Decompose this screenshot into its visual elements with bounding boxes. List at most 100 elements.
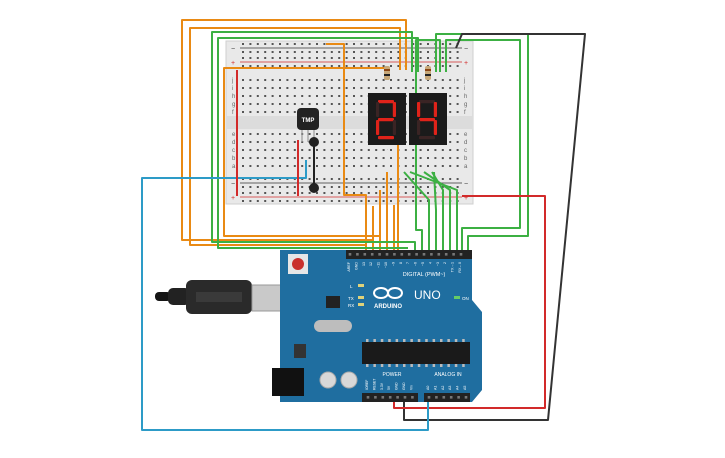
breadboard-hole[interactable]	[249, 157, 252, 159]
breadboard-hole[interactable]	[360, 141, 363, 143]
breadboard-hole[interactable]	[242, 186, 244, 188]
breadboard-hole[interactable]	[301, 157, 304, 159]
breadboard-hole[interactable]	[404, 165, 407, 167]
breadboard-hole[interactable]	[256, 51, 259, 53]
breadboard-hole[interactable]	[367, 186, 370, 188]
breadboard-hole[interactable]	[279, 192, 281, 194]
breadboard-hole[interactable]	[316, 178, 318, 180]
breadboard-hole[interactable]	[397, 79, 400, 81]
breadboard-hole[interactable]	[242, 95, 244, 97]
breadboard-hole[interactable]	[308, 51, 311, 53]
breadboard-hole[interactable]	[308, 95, 311, 97]
resistor-right[interactable]	[425, 66, 431, 80]
breadboard-hole[interactable]	[264, 165, 267, 167]
breadboard-hole[interactable]	[293, 133, 296, 135]
breadboard-hole[interactable]	[367, 149, 370, 151]
breadboard-hole[interactable]	[330, 65, 333, 67]
breadboard-hole[interactable]	[382, 51, 385, 53]
breadboard-hole[interactable]	[271, 103, 274, 105]
breadboard-hole[interactable]	[323, 178, 326, 180]
breadboard-hole[interactable]	[301, 200, 304, 202]
breadboard-hole[interactable]	[375, 65, 378, 67]
breadboard-hole[interactable]	[360, 157, 363, 159]
breadboard-hole[interactable]	[456, 87, 459, 89]
breadboard-hole[interactable]	[330, 111, 333, 113]
breadboard-hole[interactable]	[345, 186, 348, 188]
breadboard-hole[interactable]	[367, 178, 370, 180]
breadboard-hole[interactable]	[286, 157, 289, 159]
breadboard-hole[interactable]	[308, 149, 311, 151]
breadboard-hole[interactable]	[419, 178, 422, 180]
breadboard-hole[interactable]	[249, 133, 252, 135]
breadboard-hole[interactable]	[390, 178, 392, 180]
breadboard-hole[interactable]	[397, 43, 400, 45]
breadboard-hole[interactable]	[316, 95, 318, 97]
breadboard-hole[interactable]	[323, 200, 326, 202]
breadboard-hole[interactable]	[338, 103, 341, 105]
breadboard-hole[interactable]	[316, 165, 318, 167]
breadboard-hole[interactable]	[353, 141, 355, 143]
breadboard-hole[interactable]	[360, 95, 363, 97]
breadboard-hole[interactable]	[345, 51, 348, 53]
breadboard-hole[interactable]	[353, 65, 355, 67]
breadboard-hole[interactable]	[367, 87, 370, 89]
breadboard-hole[interactable]	[249, 51, 252, 53]
breadboard-hole[interactable]	[412, 157, 415, 159]
breadboard-hole[interactable]	[449, 43, 452, 45]
breadboard-hole[interactable]	[279, 65, 281, 67]
breadboard-hole[interactable]	[330, 157, 333, 159]
breadboard-hole[interactable]	[323, 186, 326, 188]
breadboard-hole[interactable]	[449, 111, 452, 113]
breadboard-hole[interactable]	[441, 79, 444, 81]
breadboard-hole[interactable]	[338, 157, 341, 159]
breadboard-hole[interactable]	[338, 149, 341, 151]
breadboard-hole[interactable]	[434, 165, 437, 167]
breadboard-hole[interactable]	[419, 43, 422, 45]
breadboard-hole[interactable]	[427, 186, 429, 188]
breadboard-hole[interactable]	[264, 79, 267, 81]
breadboard-hole[interactable]	[264, 200, 267, 202]
digital-pin[interactable]	[348, 253, 352, 256]
breadboard-hole[interactable]	[412, 57, 415, 59]
breadboard-hole[interactable]	[330, 57, 333, 59]
breadboard-hole[interactable]	[456, 165, 459, 167]
breadboard-hole[interactable]	[271, 141, 274, 143]
breadboard-hole[interactable]	[419, 57, 422, 59]
breadboard-hole[interactable]	[330, 200, 333, 202]
breadboard-hole[interactable]	[360, 43, 363, 45]
breadboard-hole[interactable]	[449, 157, 452, 159]
breadboard-hole[interactable]	[301, 57, 304, 59]
breadboard-hole[interactable]	[375, 178, 378, 180]
breadboard-hole[interactable]	[271, 87, 274, 89]
breadboard-hole[interactable]	[293, 95, 296, 97]
breadboard-hole[interactable]	[271, 65, 274, 67]
breadboard-hole[interactable]	[293, 165, 296, 167]
breadboard-hole[interactable]	[242, 103, 244, 105]
breadboard-hole[interactable]	[271, 79, 274, 81]
breadboard-hole[interactable]	[316, 87, 318, 89]
breadboard-hole[interactable]	[316, 43, 318, 45]
breadboard-hole[interactable]	[360, 57, 363, 59]
breadboard-hole[interactable]	[382, 65, 385, 67]
breadboard-hole[interactable]	[360, 111, 363, 113]
breadboard-hole[interactable]	[264, 141, 267, 143]
breadboard-hole[interactable]	[256, 111, 259, 113]
breadboard-hole[interactable]	[249, 87, 252, 89]
breadboard-hole[interactable]	[264, 192, 267, 194]
breadboard-hole[interactable]	[286, 87, 289, 89]
breadboard-hole[interactable]	[242, 57, 244, 59]
breadboard-hole[interactable]	[271, 157, 274, 159]
breadboard-hole[interactable]	[412, 65, 415, 67]
breadboard-hole[interactable]	[330, 79, 333, 81]
digital-pin[interactable]	[459, 253, 463, 256]
breadboard-hole[interactable]	[427, 51, 429, 53]
breadboard-hole[interactable]	[286, 192, 289, 194]
breadboard-hole[interactable]	[434, 87, 437, 89]
breadboard-hole[interactable]	[323, 149, 326, 151]
breadboard-hole[interactable]	[375, 79, 378, 81]
breadboard-hole[interactable]	[404, 178, 407, 180]
analog-pin[interactable]	[435, 396, 438, 399]
breadboard-hole[interactable]	[286, 43, 289, 45]
breadboard-hole[interactable]	[345, 165, 348, 167]
analog-pin[interactable]	[427, 396, 431, 399]
